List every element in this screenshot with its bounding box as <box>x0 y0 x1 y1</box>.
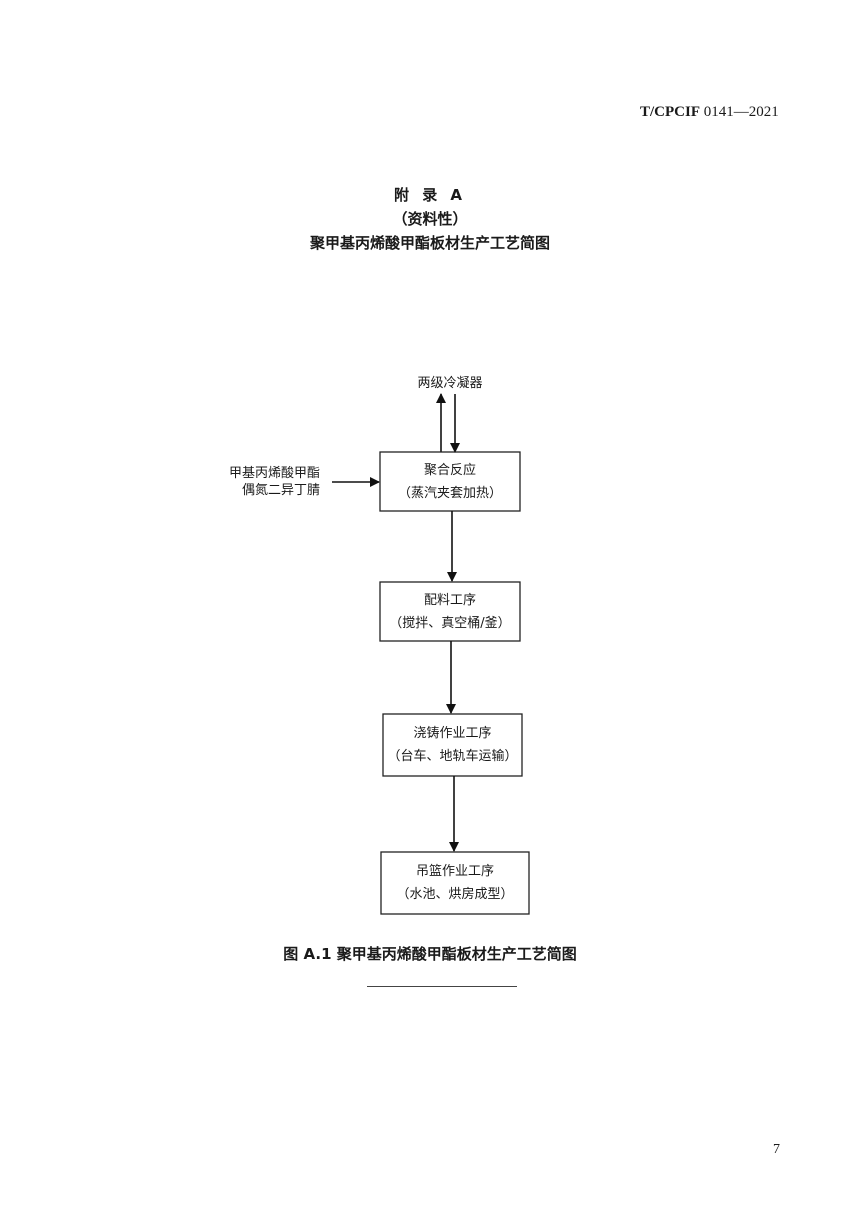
step-box-casting <box>382 713 523 777</box>
appendix-label: 附 录 A <box>393 186 467 204</box>
step-title: 浇铸作业工序 <box>413 726 492 741</box>
step-polymerization: 聚合反应 （蒸汽夹套加热） <box>380 462 520 502</box>
standard-prefix: T/CPCIF <box>640 104 700 120</box>
step-detail: （蒸汽夹套加热） <box>397 486 502 501</box>
step-title: 吊篮作业工序 <box>415 864 494 879</box>
input-materials: 甲基丙烯酸甲酯 偶氮二异丁腈 <box>170 465 320 499</box>
condenser-label: 两级冷凝器 <box>417 376 483 391</box>
input-material-1: 甲基丙烯酸甲酯 <box>228 466 320 481</box>
step-casting: 浇铸作业工序 （台车、地轨车运输） <box>383 725 522 765</box>
step-title: 聚合反应 <box>423 463 476 478</box>
step-box-polymerization <box>379 451 521 512</box>
standard-code: 0141—2021 <box>703 104 779 120</box>
step-detail: （水池、烘房成型） <box>396 887 514 902</box>
step-basket: 吊篮作业工序 （水池、烘房成型） <box>381 863 529 903</box>
step-detail: （搅拌、真空桶/釜） <box>389 616 511 631</box>
step-box-basket <box>380 851 530 915</box>
figure-caption: 图 A.1 聚甲基丙烯酸甲酯板材生产工艺简图 <box>283 945 577 963</box>
standard-number: T/CPCIF 0141—2021 <box>640 104 779 121</box>
input-material-2: 偶氮二异丁腈 <box>241 483 320 498</box>
appendix-title: 聚甲基丙烯酸甲酯板材生产工艺简图 <box>309 234 550 252</box>
step-box-batching <box>379 581 521 642</box>
page-number: 7 <box>773 1142 780 1157</box>
step-batching: 配料工序 （搅拌、真空桶/釜） <box>380 592 520 632</box>
step-title: 配料工序 <box>423 593 476 608</box>
appendix-type: （资料性） <box>392 210 468 228</box>
step-detail: （台车、地轨车运输） <box>387 749 518 764</box>
end-rule <box>367 986 517 987</box>
